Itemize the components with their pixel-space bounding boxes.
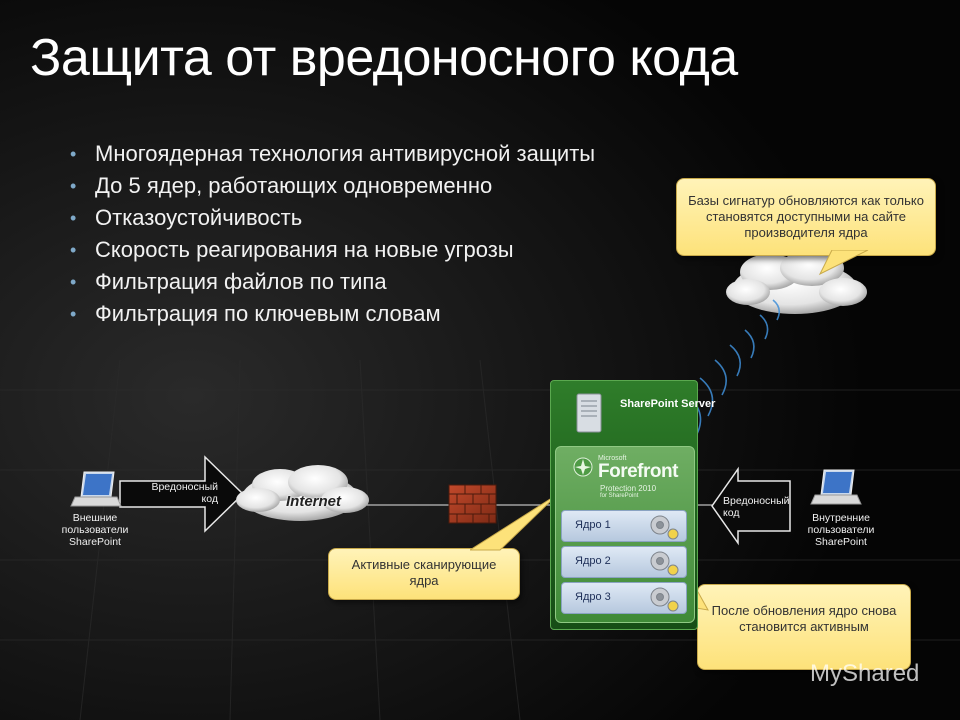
right-arrow — [711, 466, 791, 546]
internet-label: Internet — [286, 493, 342, 510]
engine-reactivated-callout: После обновления ядро снова становится а… — [697, 584, 911, 670]
bullet-dot-icon: • — [70, 304, 77, 324]
bullet-item: •Многоядерная технология антивирусной за… — [70, 138, 630, 170]
forefront-logo-icon — [573, 457, 593, 477]
malicious-code-label-left: Вредоносный код — [151, 481, 218, 505]
malicious-code-label-right: Вредоносный код — [723, 495, 790, 519]
server-icon — [576, 393, 602, 433]
bullet-item: •Отказоустойчивость — [70, 202, 630, 234]
laptop-icon-external — [70, 471, 122, 507]
watermark: MyShared — [810, 660, 920, 687]
forefront-edition: for SharePoint — [600, 493, 639, 499]
scanning-engines-callout: Активные сканирующие ядра — [328, 548, 520, 600]
gear-icons — [650, 515, 679, 612]
bullet-item: •Скорость реагирования на новые угрозы — [70, 234, 630, 266]
forefront-name: Forefront — [598, 461, 678, 482]
bullet-item: •До 5 ядер, работающих одновременно — [70, 170, 630, 202]
forefront-vendor: Microsoft — [598, 455, 627, 462]
slide-title: Защита от вредоносного кода — [30, 29, 738, 87]
laptop-icon-internal — [810, 469, 862, 505]
scan-engine-1: Ядро 1 — [561, 510, 687, 542]
bullet-item: •Фильтрация файлов по типа — [70, 266, 630, 298]
firewall-icon — [448, 484, 497, 524]
signature-update-callout: Базы сигнатур обновляются как только ста… — [676, 178, 936, 256]
forefront-version: Protection 2010 — [600, 484, 657, 493]
bullet-dot-icon: • — [70, 240, 77, 260]
internal-users-label: Внутренние пользователи SharePoint — [807, 512, 875, 548]
bullet-dot-icon: • — [70, 144, 77, 164]
bullet-list: •Многоядерная технология антивирусной за… — [70, 138, 630, 330]
bullet-dot-icon: • — [70, 272, 77, 292]
bullet-dot-icon: • — [70, 176, 77, 196]
external-users-label: Внешние пользователи SharePoint — [61, 512, 129, 548]
bullet-dot-icon: • — [70, 208, 77, 228]
bullet-item: •Фильтрация по ключевым словам — [70, 298, 630, 330]
server-title: SharePoint Server — [620, 398, 716, 410]
left-arrow — [119, 455, 245, 533]
callout-pointer — [470, 493, 559, 551]
internet-cloud-icon — [236, 465, 369, 521]
callout-pointer — [818, 250, 869, 276]
